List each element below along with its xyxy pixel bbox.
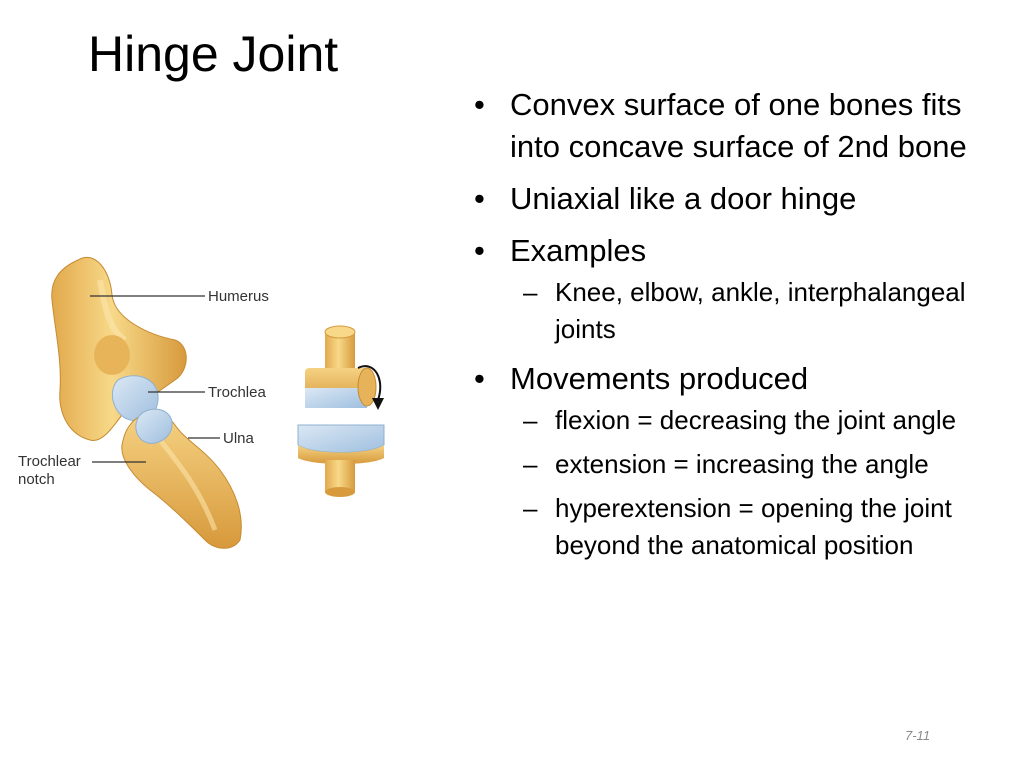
label-ulna: Ulna xyxy=(223,430,255,447)
examples-sublist: Knee, elbow, ankle, interphalangeal join… xyxy=(510,274,990,348)
hinge-schematic xyxy=(297,325,385,497)
label-humerus: Humerus xyxy=(208,288,269,305)
bullet-movements-label: Movements produced xyxy=(510,361,809,396)
hinge-joint-illustration: Humerus Trochlea Ulna Trochlear notch xyxy=(18,257,385,549)
ulna-bone xyxy=(121,408,242,549)
bullet-convex-surface: Convex surface of one bones fits into co… xyxy=(470,84,990,168)
bullet-examples: Examples Knee, elbow, ankle, interphalan… xyxy=(470,230,990,348)
sub-bullet-examples-text: Knee, elbow, ankle, interphalangeal join… xyxy=(555,277,966,344)
label-trochlear-notch-line2: notch xyxy=(18,471,55,488)
page-number: 7-11 xyxy=(905,728,931,743)
bullet-uniaxial: Uniaxial like a door hinge xyxy=(470,178,990,220)
movements-sublist: flexion = decreasing the joint angle ext… xyxy=(510,402,990,564)
sub-bullet-extension-text: extension = increasing the angle xyxy=(555,449,929,479)
slide-title: Hinge Joint xyxy=(88,26,339,82)
sub-bullet-hyperextension: hyperextension = opening the joint beyon… xyxy=(470,490,990,564)
label-trochlea: Trochlea xyxy=(208,384,266,401)
sub-bullet-examples: Knee, elbow, ankle, interphalangeal join… xyxy=(470,274,990,348)
bullet-examples-label: Examples xyxy=(510,233,647,268)
sub-bullet-hyperextension-text: hyperextension = opening the joint beyon… xyxy=(555,493,952,560)
label-trochlear-notch-line1: Trochlear xyxy=(18,453,81,470)
sub-bullet-extension: extension = increasing the angle xyxy=(470,446,990,483)
bullet-list: Convex surface of one bones fits into co… xyxy=(470,84,990,574)
bullet-movements: Movements produced flexion = decreasing … xyxy=(470,358,990,564)
sub-bullet-flexion: flexion = decreasing the joint angle xyxy=(470,402,990,439)
sub-bullet-flexion-text: flexion = decreasing the joint angle xyxy=(555,405,957,435)
